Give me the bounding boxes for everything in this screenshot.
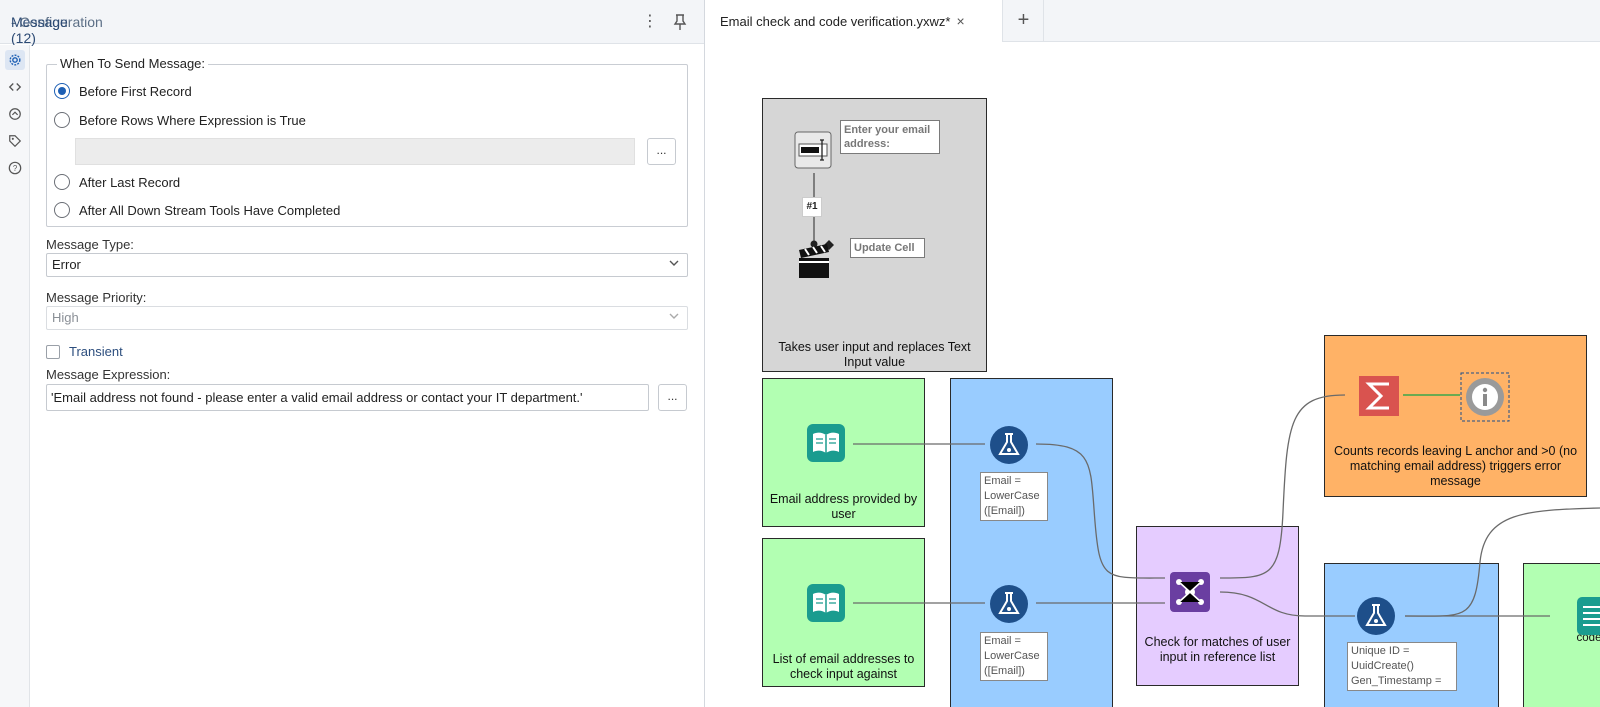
- tab-label: Email check and code verification.yxwz*: [720, 13, 951, 29]
- message-expression-label: Message Expression:: [46, 367, 171, 382]
- container-label: Email address provided by user: [769, 492, 918, 521]
- tab-workflow[interactable]: Email check and code verification.yxwz* …: [705, 0, 1003, 42]
- document-tab-bar: Email check and code verification.yxwz* …: [705, 0, 1600, 42]
- configuration-title: Message (12) - Configuration: [11, 14, 103, 46]
- formula-annotation: Email = LowerCase ([Email]): [980, 472, 1048, 521]
- radio-after-last-record[interactable]: After Last Record: [54, 174, 180, 190]
- radio-label: Before Rows Where Expression is True: [79, 112, 306, 128]
- radio-after-downstream-tools[interactable]: After All Down Stream Tools Have Complet…: [54, 202, 340, 218]
- radio-before-rows-expression[interactable]: Before Rows Where Expression is True: [54, 112, 306, 128]
- configuration-subtitle: - Configuration: [11, 14, 103, 30]
- close-icon[interactable]: ×: [956, 13, 965, 29]
- message-priority-select[interactable]: High: [46, 306, 688, 330]
- formula-tool-list[interactable]: [988, 583, 1028, 623]
- settings-gear-icon[interactable]: [5, 50, 25, 70]
- container-join[interactable]: Check for matches of user input in refer…: [1136, 526, 1299, 686]
- workflow-canvas-area: Email check and code verification.yxwz* …: [705, 0, 1600, 707]
- comment-enter-email[interactable]: Enter your email address:: [840, 120, 940, 154]
- transient-label: Transient: [69, 344, 123, 359]
- radio-label: After Last Record: [79, 174, 181, 190]
- workflow-canvas[interactable]: Takes user input and replaces Text Input…: [705, 42, 1600, 707]
- action-tool[interactable]: [793, 238, 834, 278]
- help-icon[interactable]: ?: [5, 158, 25, 178]
- container-label: Check for matches of user input in refer…: [1144, 635, 1291, 664]
- transient-checkbox-row[interactable]: Transient: [46, 344, 123, 359]
- container-label: Counts records leaving L anchor and >0 (…: [1333, 444, 1578, 488]
- chevron-down-icon: [669, 260, 679, 266]
- message-priority-value: High: [52, 310, 79, 325]
- connection-wires: [813, 173, 1600, 617]
- pin-icon[interactable]: [670, 12, 690, 32]
- code-icon[interactable]: [5, 77, 25, 97]
- radio-button[interactable]: [54, 202, 70, 218]
- formula-tool-uuid[interactable]: [1355, 595, 1395, 635]
- comment-update-cell[interactable]: Update Cell: [850, 238, 925, 258]
- join-tool[interactable]: [1168, 570, 1210, 612]
- anchor-icon[interactable]: [5, 104, 25, 124]
- row-expression-editor-button[interactable]: ...: [647, 138, 676, 165]
- when-to-send-legend: When To Send Message:: [57, 56, 209, 71]
- row-expression-input: [75, 138, 635, 165]
- radio-button[interactable]: [54, 174, 70, 190]
- formula-annotation: Email = LowerCase ([Email]): [980, 632, 1048, 681]
- container-count[interactable]: Counts records leaving L anchor and >0 (…: [1324, 335, 1587, 497]
- message-type-value: Error: [52, 257, 81, 272]
- text-input-tool[interactable]: [793, 130, 833, 170]
- container-label: Takes user input and replaces Text Input…: [778, 340, 971, 369]
- chevron-down-icon: [669, 313, 679, 319]
- summarize-tool[interactable]: [1357, 374, 1399, 416]
- connection-label: #1: [802, 197, 822, 217]
- message-priority-label: Message Priority:: [46, 290, 147, 305]
- svg-text:?: ?: [13, 164, 18, 173]
- message-expression-input[interactable]: 'Email address not found - please enter …: [46, 384, 649, 411]
- message-expression-editor-button[interactable]: ...: [658, 384, 687, 411]
- formula-annotation: Unique ID = UuidCreate() Gen_Timestamp =: [1347, 642, 1457, 691]
- message-tool[interactable]: [1460, 372, 1510, 422]
- transient-checkbox[interactable]: [46, 344, 60, 359]
- tag-icon[interactable]: [5, 131, 25, 151]
- message-type-label: Message Type:: [46, 237, 134, 252]
- radio-label: Before First Record: [79, 83, 192, 99]
- container-label: List of email addresses to check input a…: [772, 652, 915, 681]
- input-data-tool-user[interactable]: [805, 422, 845, 462]
- tool-name: Message (12): [11, 14, 68, 46]
- radio-button[interactable]: [54, 112, 70, 128]
- add-tab-button[interactable]: +: [1004, 0, 1044, 42]
- config-side-rail: ?: [0, 45, 30, 707]
- more-options-icon[interactable]: ⋮: [642, 13, 658, 30]
- input-data-tool-list[interactable]: [805, 582, 845, 622]
- configuration-header: Message (12) - Configuration ⋮: [0, 0, 704, 46]
- radio-button-checked[interactable]: [54, 83, 70, 99]
- message-type-select[interactable]: Error: [46, 253, 688, 277]
- configuration-panel: Message (12) - Configuration ⋮ ? When To…: [0, 0, 705, 707]
- formula-tool-user[interactable]: [988, 424, 1028, 464]
- radio-label: After All Down Stream Tools Have Complet…: [79, 202, 341, 218]
- when-to-send-group: When To Send Message: Before First Recor…: [46, 56, 688, 227]
- output-tool-partial[interactable]: [1575, 595, 1600, 635]
- radio-before-first-record[interactable]: Before First Record: [54, 83, 192, 99]
